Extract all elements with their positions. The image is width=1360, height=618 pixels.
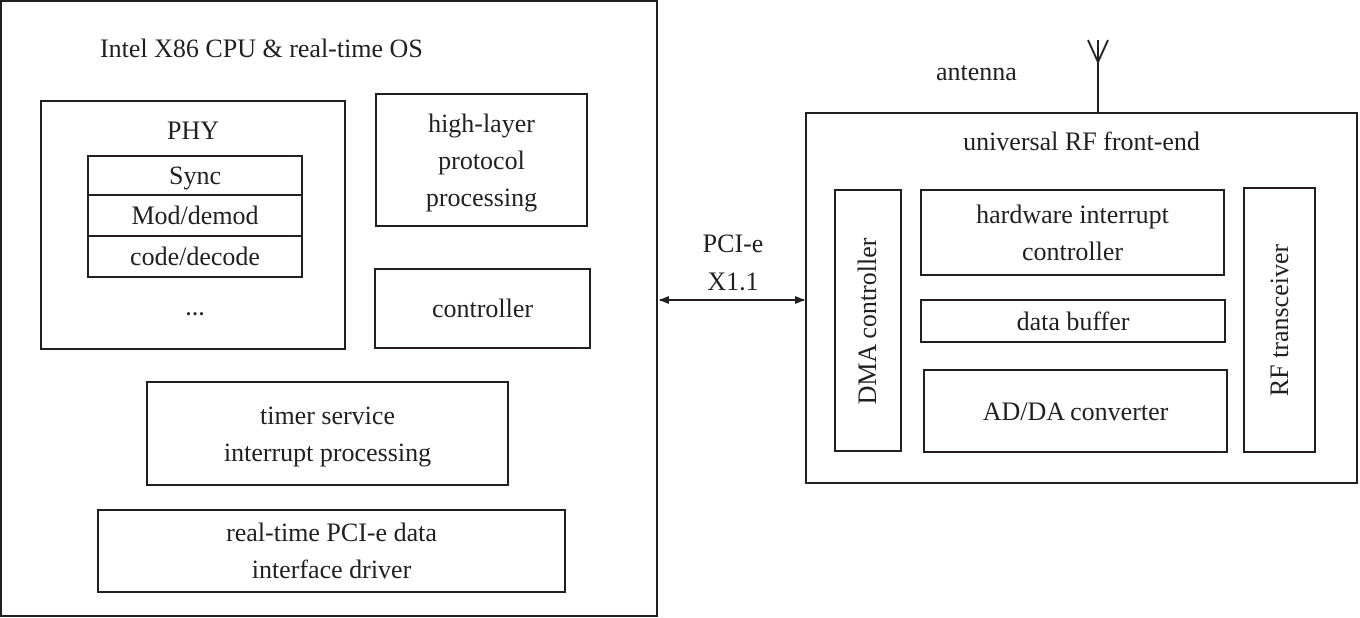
phy-row-sync: Sync [87,155,303,196]
data-buffer-block: data buffer [920,299,1226,343]
high-layer-line-3: processing [425,182,538,212]
timer-block: timer service interrupt processing [146,381,509,486]
antenna-label: antenna [936,57,1017,86]
phy-title: PHY [166,116,219,145]
timer-line-2: interrupt processing [223,437,432,467]
controller-label: controller [431,294,534,323]
dma-controller-label: DMA controller [853,237,882,404]
high-layer-block: high-layer protocol processing [375,93,588,227]
phy-row-sync-label: Sync [169,161,221,190]
rf-title: universal RF front-end [963,127,1200,156]
high-layer-line-2: protocol [438,145,525,175]
rf-transceiver-label: RF transceiver [1264,243,1294,397]
phy-row-mod: Mod/demod [87,194,303,237]
adda-block: AD/DA converter [923,369,1228,453]
phy-ellipsis: ... [185,292,205,321]
high-layer-line-1: high-layer [428,108,535,138]
hw-interrupt-block: hardware interrupt controller [920,189,1225,276]
adda-label: AD/DA converter [982,396,1169,426]
timer-line-1: timer service [260,400,395,430]
data-buffer-label: data buffer [1016,306,1130,336]
phy-row-code: code/decode [87,235,303,278]
rf-transceiver-block: RF transceiver [1243,187,1316,453]
link-label-line-2: X1.1 [707,267,759,296]
driver-line-2: interface driver [251,555,412,584]
driver-line-1: real-time PCI-e data [226,518,437,547]
controller-block: controller [374,268,591,349]
link-label-line-1: PCI-e [702,229,764,258]
antenna-icon [1087,39,1109,113]
phy-row-mod-label: Mod/demod [131,201,259,230]
hw-interrupt-line-1: hardware interrupt [976,199,1169,229]
cpu-title: Intel X86 CPU & real-time OS [100,34,423,63]
hw-interrupt-line-2: controller [1021,236,1124,266]
phy-row-code-label: code/decode [130,242,260,271]
driver-block: real-time PCI-e data interface driver [97,509,566,593]
dma-controller-block: DMA controller [834,189,902,452]
